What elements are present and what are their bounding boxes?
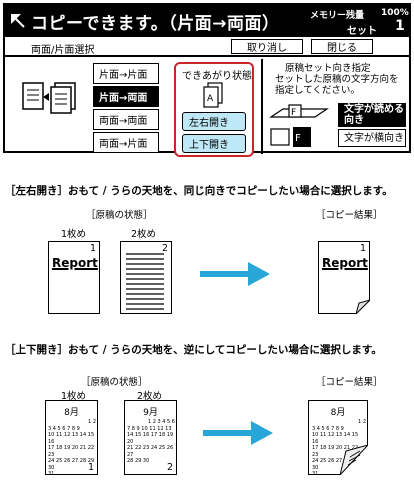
calendar-row: 10 11 12 13 14 15 16 — [48, 432, 95, 445]
section1-result-label: ［コピー結果］ — [316, 210, 383, 221]
page-curl-icon — [356, 300, 370, 314]
panel-header: コピーできます。（片面→両面） メモリー残量 100% セット 1 — [5, 5, 409, 37]
top-bottom-binding-button[interactable]: 上下開き — [182, 134, 246, 153]
calendar-row: 3 4 5 6 7 8 9 — [312, 425, 344, 432]
orientation-instructions: 原稿セット向き指定 セットした原稿の文字方向を 指定してください。 — [275, 63, 399, 96]
sub-bar: 両面/片面選択 取り消し 閉じる — [5, 37, 409, 57]
section1-sheet1-label: 1枚め — [61, 229, 87, 240]
mode-duplex-to-duplex-button[interactable]: 両面→両面 — [93, 109, 159, 130]
page-number: 1 — [359, 243, 366, 254]
cancel-button[interactable]: 取り消し — [231, 39, 303, 54]
svg-text:A: A — [207, 94, 214, 104]
svg-text:F: F — [291, 108, 296, 118]
section1-arrow-shaft — [200, 271, 250, 277]
mode-simplex-to-duplex-button[interactable]: 片面→両面 — [93, 86, 159, 107]
report-title: Report — [52, 256, 98, 270]
calendar-row: 3 4 5 6 7 8 9 — [48, 425, 80, 432]
corner-arrow-icon — [11, 14, 25, 28]
finish-state-group: できあがり状態 A 左右開き 上下開き — [174, 62, 254, 157]
page-number: 1 — [87, 462, 94, 473]
duplex-mode-icon — [22, 82, 76, 114]
calendar-row: 10 11 12 13 14 15 16 — [312, 432, 359, 445]
calendar-month: 8月 — [64, 408, 79, 418]
section2-result-page: 8月 1 2 3 4 5 6 7 8 9 10 11 12 13 14 15 1… — [308, 400, 368, 478]
calendar-row: 24 25 26 27 28 29 30 — [48, 458, 95, 471]
calendar-row: 31 — [48, 471, 55, 477]
section2-original-label: ［原稿の状態］ — [81, 377, 148, 388]
orientation-text-line: 原稿セット向き指定 — [285, 63, 371, 74]
calendar-month: 9月 — [143, 408, 158, 418]
calendar-month: 8月 — [330, 408, 346, 418]
calendar-grid: 1 2 3 4 5 6 7 8 9 10 11 12 13 14 15 16 1… — [48, 419, 96, 478]
page-curl-icon — [340, 445, 368, 475]
calendar-row: 31 — [312, 471, 319, 477]
page-number: 1 — [89, 243, 96, 254]
calendar-row: 1 2 — [88, 419, 96, 425]
section1-original-label: ［原稿の状態］ — [86, 210, 153, 221]
scanner-orientation-icon: F F — [269, 104, 329, 147]
page-number: 2 — [161, 243, 168, 254]
page-number: 2 — [166, 462, 173, 473]
page-title: コピーできます。（片面→両面） — [31, 14, 280, 34]
section2-original-page1: 8月 1 2 3 4 5 6 7 8 9 10 11 12 13 14 15 1… — [45, 400, 98, 478]
section2-arrow-icon — [251, 421, 273, 445]
orientation-text-line: 指定してください。 — [275, 85, 360, 96]
calendar-row: 17 18 19 20 21 22 23 — [48, 445, 95, 458]
section1-result-page: 1 Report — [318, 241, 370, 314]
section1-sheet2-label: 2枚め — [131, 229, 157, 240]
section2-heading: ［上下開き］おもて / うらの天地を、逆にしてコピーしたい場合に選択します。 — [5, 344, 382, 356]
section2-result-label: ［コピー結果］ — [316, 377, 383, 388]
calendar-row: 28 29 30 — [127, 458, 150, 464]
book-icon: A — [203, 82, 223, 108]
memory-label: メモリー残量 — [310, 11, 365, 21]
orientation-sideways-button[interactable]: 文字が横向き — [338, 129, 406, 147]
section2-original-page2: 9月 1 2 3 4 5 6 7 8 9 10 11 12 13 14 15 1… — [124, 400, 177, 475]
text-lines-graphic — [126, 253, 164, 310]
copy-panel: コピーできます。（片面→両面） メモリー残量 100% セット 1 両面/片面選… — [3, 3, 411, 157]
duplex-select-title: 両面/片面選択 — [31, 45, 95, 56]
calendar-row: 17 18 19 20 21 22 23 — [312, 445, 359, 458]
orientation-text-line: セットした原稿の文字方向を — [275, 74, 399, 85]
section2-sheet2-label: 2枚め — [137, 391, 163, 402]
svg-text:F: F — [295, 133, 301, 144]
section1-original-page1: 1 Report — [48, 241, 100, 314]
section2-sheet1-label: 1枚め — [61, 391, 87, 402]
calendar-row: 1 2 — [358, 419, 366, 425]
orientation-readable-line1: 文字が読める — [344, 104, 404, 115]
mode-simplex-to-simplex-button[interactable]: 片面→片面 — [93, 63, 159, 84]
section2-arrow-shaft — [203, 430, 253, 436]
section1-heading: ［左右開き］おもて / うらの天地を、同じ向きでコピーしたい場合に選択します。 — [5, 185, 393, 197]
calendar-row: 14 15 16 17 18 19 20 — [127, 432, 174, 445]
divider — [261, 59, 263, 154]
memory-value: 100% — [381, 8, 409, 18]
report-title: Report — [322, 256, 368, 270]
calendar-row: 1 2 3 4 5 6 — [147, 419, 175, 425]
calendar-row: 21 22 23 24 25 26 27 — [127, 445, 174, 458]
calendar-grid: 1 2 3 4 5 6 7 8 9 10 11 12 13 14 15 16 1… — [312, 419, 366, 478]
mode-duplex-to-simplex-button[interactable]: 両面→片面 — [93, 132, 159, 153]
calendar-row: 7 8 9 10 11 12 13 — [127, 425, 172, 432]
set-count: 1 — [395, 18, 405, 34]
orientation-readable-line2: 向き — [344, 115, 364, 126]
close-button[interactable]: 閉じる — [311, 39, 373, 54]
calendar-grid: 1 2 3 4 5 6 7 8 9 10 11 12 13 14 15 16 1… — [127, 419, 175, 465]
orientation-readable-button[interactable]: 文字が読める 向き — [338, 103, 406, 127]
left-right-binding-button[interactable]: 左右開き — [182, 112, 246, 131]
section1-original-page2: 2 — [120, 241, 172, 314]
finish-state-label: できあがり状態 — [182, 71, 252, 82]
set-label: セット — [347, 26, 377, 37]
section1-arrow-icon — [248, 262, 270, 286]
calendar-row: 24 25 26 27 28 29 30 — [312, 458, 359, 471]
